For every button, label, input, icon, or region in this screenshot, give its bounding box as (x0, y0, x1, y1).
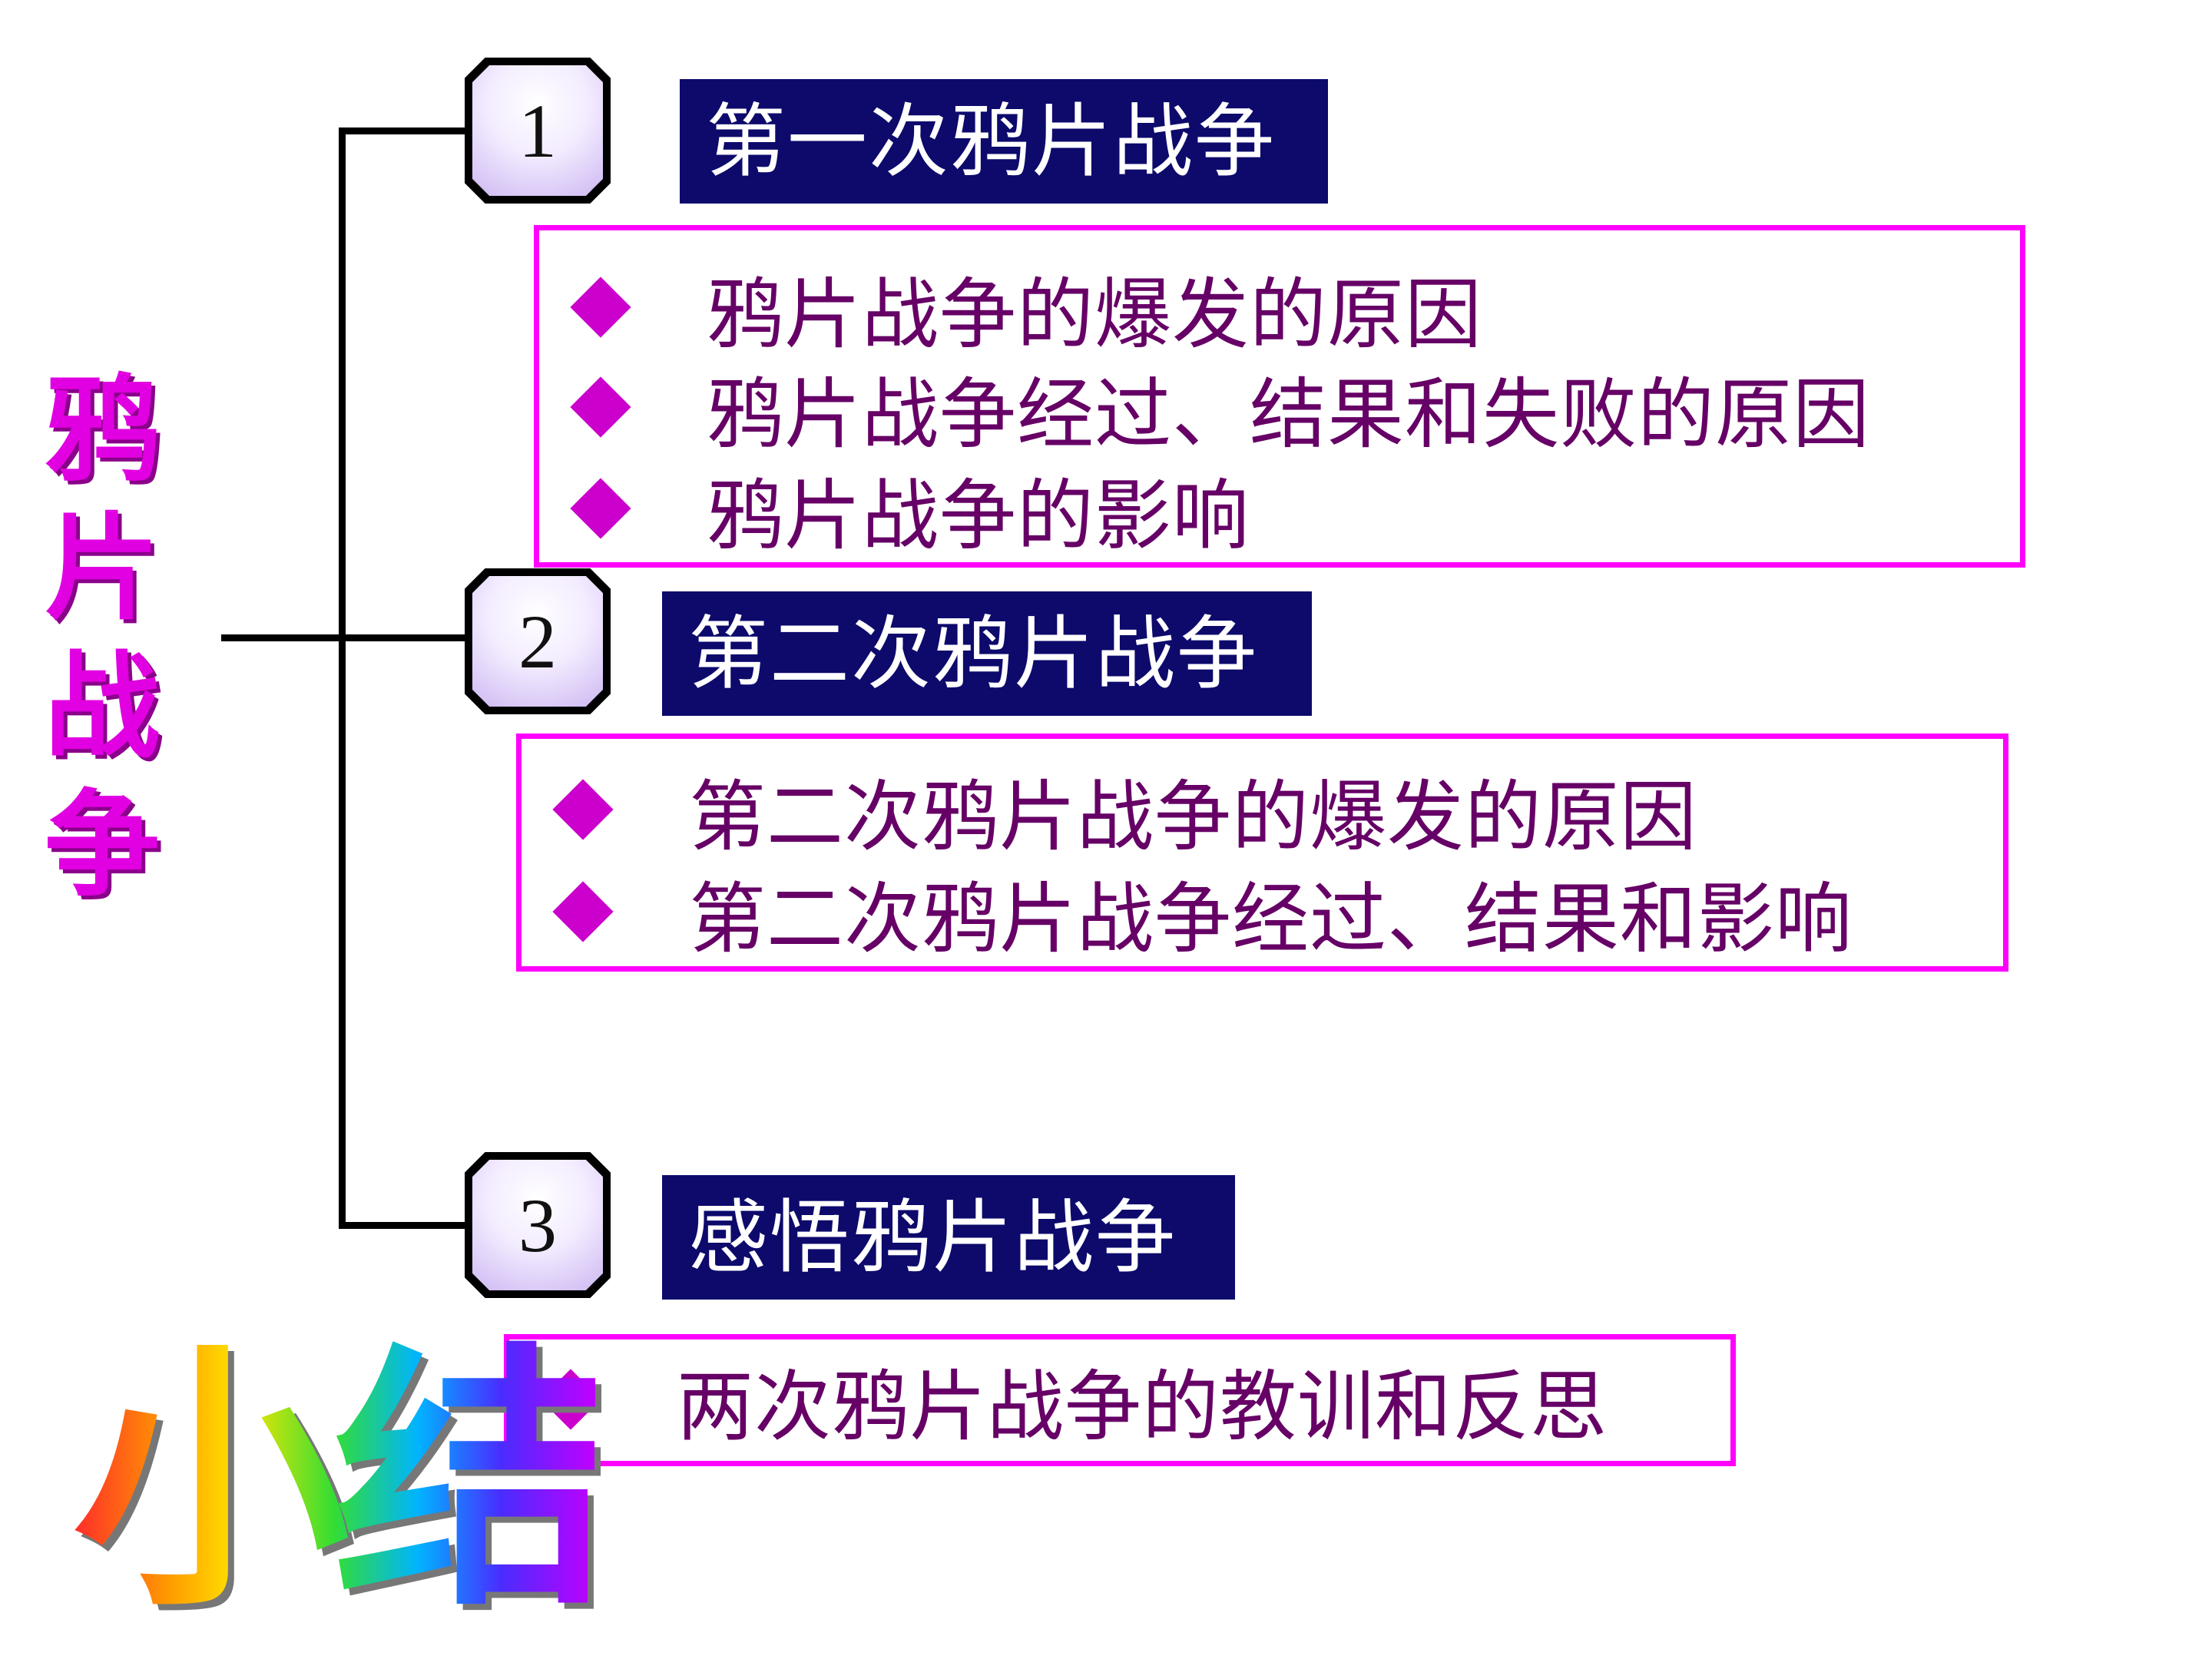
list-item: 两次鸦片战争的教训和反思 (509, 1346, 1730, 1453)
bullet-text: 鸦片战争经过、结果和失败的原因 (707, 369, 1870, 459)
main-title-char: 鸦 (44, 363, 160, 498)
section-title-2: 第二次鸦片战争 (662, 591, 1312, 716)
section-number-2: 2 (472, 576, 603, 707)
bullet-text: 两次鸦片战争的教训和反思 (677, 1361, 1608, 1452)
branch-line-2 (339, 634, 473, 641)
list-item: 鸦片战争的爆发的原因 (539, 253, 2020, 361)
bullet-box-1: 鸦片战争的爆发的原因 鸦片战争经过、结果和失败的原因 鸦片战争的影响 (534, 225, 2025, 568)
section-title-3: 感悟鸦片战争 (662, 1175, 1235, 1300)
trunk-line (339, 127, 346, 1229)
section-number-badge-3: 3 (465, 1152, 611, 1298)
bullet-text: 鸦片战争的影响 (707, 470, 1250, 561)
diamond-bullet-icon (570, 376, 631, 438)
main-title: 鸦 片 战 争 (37, 361, 167, 914)
branch-line-1 (339, 127, 473, 134)
list-item: 第二次鸦片战争的爆发的原因 (522, 756, 2003, 863)
summary-logo: 小结 (73, 1298, 611, 1621)
bullet-text: 第二次鸦片战争经过、结果和影响 (689, 873, 1853, 964)
diamond-bullet-icon (552, 779, 614, 840)
bullet-text: 第二次鸦片战争的爆发的原因 (689, 771, 1697, 862)
diamond-bullet-icon (570, 478, 631, 539)
diamond-bullet-icon (552, 881, 614, 942)
section-number-badge-1: 1 (465, 58, 611, 204)
section-number-badge-2: 2 (465, 568, 611, 714)
diamond-bullet-icon (570, 276, 631, 338)
bullet-box-3: 两次鸦片战争的教训和反思 (504, 1334, 1736, 1466)
list-item: 第二次鸦片战争经过、结果和影响 (522, 858, 2003, 965)
main-title-char: 片 (44, 501, 160, 636)
section-title-text-3: 感悟鸦片战争 (688, 1190, 1177, 1284)
section-number-1: 1 (472, 65, 603, 196)
branch-line-3 (339, 1222, 473, 1229)
list-item: 鸦片战争的影响 (539, 455, 2020, 562)
root-connector (221, 634, 346, 641)
bullet-text: 鸦片战争的爆发的原因 (707, 269, 1482, 359)
main-title-char: 战 (44, 639, 160, 774)
list-item: 鸦片战争经过、结果和失败的原因 (539, 353, 2020, 461)
main-title-char: 争 (44, 777, 160, 912)
section-title-1: 第一次鸦片战争 (680, 79, 1328, 204)
section-number-3: 3 (472, 1160, 603, 1290)
section-title-text-2: 第二次鸦片战争 (688, 607, 1259, 700)
section-title-text-1: 第一次鸦片战争 (706, 94, 1277, 188)
bullet-box-2: 第二次鸦片战争的爆发的原因 第二次鸦片战争经过、结果和影响 (516, 733, 2008, 972)
